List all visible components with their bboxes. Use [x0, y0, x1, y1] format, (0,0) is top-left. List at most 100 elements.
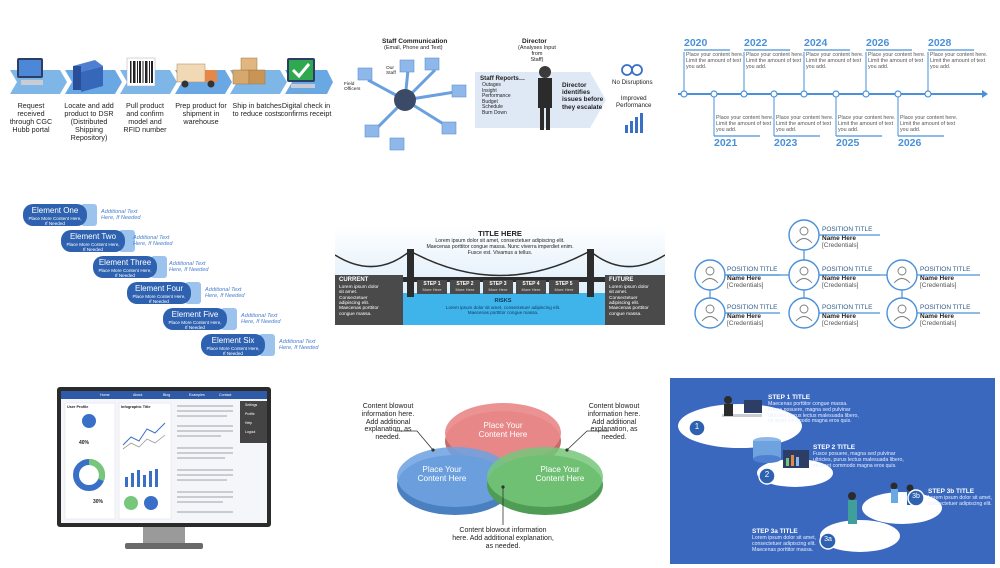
person-glyphs — [701, 226, 911, 322]
computer-icon — [17, 58, 43, 85]
delivery-truck-icon — [176, 63, 217, 88]
position-credentials: [Credentials] — [822, 242, 859, 249]
position-name: Name Here — [822, 235, 856, 242]
nav-item[interactable]: Blog — [163, 392, 171, 397]
step-boxes — [417, 280, 579, 294]
step-label: Request received through CGC Hubb portal — [9, 101, 53, 135]
element-tab — [127, 282, 201, 304]
current-item: Consectetuer adipiscing elit. — [339, 295, 370, 307]
step-label: STEP 1 — [423, 281, 441, 287]
step-badge: 1 — [694, 422, 700, 431]
refresh-icon — [621, 64, 643, 76]
nav-item[interactable]: Home — [100, 392, 110, 397]
year-underlines — [684, 49, 974, 137]
risks-title: RISKS — [494, 298, 512, 304]
step-sub: More Here — [554, 287, 574, 292]
future-item: Consectetuer adipiscing elit. — [609, 295, 640, 307]
isometric-steps-panel: 1 2 3b 3a STEP 1 TITLE Maecenas porttito… — [670, 378, 995, 564]
element-title: Element Six — [211, 336, 255, 345]
timeline-year: 2028 — [928, 37, 952, 49]
director-identifies-text: Director identifies issues before they e… — [562, 82, 604, 111]
element-additional-text: Additional Text Here, If Needed — [279, 339, 319, 352]
profile-title: User Profile — [67, 405, 89, 409]
communication-network-graphic — [357, 57, 643, 151]
element-additional-text: Additional Text Here, If Needed — [101, 209, 141, 222]
staff-person-icon — [394, 89, 416, 111]
monitor-base — [125, 543, 203, 549]
boxes-icon — [232, 57, 266, 85]
timeline-item-text: Place your content here. Limit the amoun… — [868, 52, 926, 70]
venn-graphic — [395, 403, 609, 525]
barcode-icon — [126, 57, 156, 87]
callout-lines — [395, 430, 609, 525]
side-menu-item[interactable]: Settings — [245, 403, 258, 407]
text-lines — [177, 405, 233, 513]
server-icon — [73, 60, 103, 92]
timeline-year: 2022 — [744, 37, 768, 49]
element-title: Element Three — [98, 258, 152, 267]
report-item: Burn Down — [482, 109, 507, 116]
platform-step1 — [678, 404, 802, 448]
element-tab — [61, 230, 135, 252]
step-label: Ship in batches to reduce costs — [232, 101, 282, 119]
position-title: POSITION TITLE — [920, 266, 971, 273]
step3a-title: STEP 3a TITLE — [752, 528, 798, 535]
nav-item[interactable]: About — [133, 392, 143, 397]
nav-item[interactable]: Examples — [189, 392, 205, 397]
element-title: Element Four — [134, 284, 184, 293]
position-credentials: [Credentials] — [822, 282, 859, 289]
step3b-title: STEP 3b TITLE — [928, 488, 975, 495]
element-tab — [163, 308, 237, 330]
timeline-year: 2020 — [684, 37, 708, 49]
position-name: Name Here — [920, 275, 954, 282]
director-subtitle: (Analyses Input from Staff) — [518, 45, 556, 64]
side-menu — [240, 401, 267, 443]
position-credentials: [Credentials] — [920, 282, 957, 289]
timeline-connectors — [683, 52, 929, 136]
position-credentials: [Credentials] — [727, 320, 764, 327]
report-item: Insight — [482, 87, 497, 94]
org-chart-graphic — [694, 219, 980, 329]
venn-circle-left — [397, 447, 513, 515]
staff-comm-title: Staff Communication — [382, 38, 448, 45]
element-subtitle: Place More Content Here, If Needed — [28, 216, 82, 227]
callout-top-left: Content blowout information here. Add ad… — [361, 403, 415, 442]
step-label: STEP 3 — [489, 281, 507, 287]
timeline-item-text: Place your content here. Limit the amoun… — [746, 52, 804, 70]
position-title: POSITION TITLE — [822, 266, 873, 273]
stat-percent: 30% — [93, 499, 104, 505]
staff-reports-list: Outages Insight Performance Budget Sched… — [482, 82, 511, 117]
timeline-item-text: Place your content here. Limit the amoun… — [716, 115, 774, 133]
process-arrows — [10, 70, 333, 94]
step-badges — [688, 419, 925, 550]
bridge-title: TITLE HERE — [478, 229, 522, 238]
staircase-elements-panel: Element One Place More Content Here, If … — [15, 195, 335, 370]
position-name: Name Here — [727, 313, 761, 320]
element-additional-text: Additional Text Here, If Needed — [241, 313, 281, 326]
nav-item[interactable]: Contact — [219, 392, 232, 397]
side-menu-item[interactable]: Help — [245, 421, 252, 425]
position-title: POSITION TITLE — [727, 266, 778, 273]
current-title: CURRENT — [339, 277, 369, 283]
element-title: Element Two — [69, 232, 117, 241]
current-item: Maecenas porttitor congue massa. — [339, 306, 379, 317]
timeline-graphic — [678, 49, 988, 137]
timeline-year: 2026 — [866, 37, 890, 49]
timeline-nodes — [680, 90, 932, 98]
element-additional-text: Additional Text Here, If Needed — [169, 261, 209, 274]
element-subtitle: Place More Content Here, If Needed — [168, 320, 222, 331]
bridge-panel: TITLE HERE Lorem ipsum dolor sit amet, c… — [335, 225, 665, 325]
shipping-process-graphic — [10, 57, 333, 94]
side-menu-item[interactable]: Logout — [245, 430, 256, 434]
timeline-year: 2021 — [714, 137, 738, 149]
callout-top-right: Content blowout information here. Add ad… — [587, 403, 641, 442]
check-icon — [287, 58, 315, 88]
step-label: Digital check in confirms receipt — [280, 101, 332, 119]
position-title: POSITION TITLE — [822, 304, 873, 311]
step-sub: More Here — [521, 287, 541, 292]
shipping-process-panel: Request received through CGC Hubb portal… — [5, 40, 335, 160]
element-additional-text: Additional Text Here, If Needed — [133, 235, 173, 248]
element-subtitle: Place More Content Here, If Needed — [206, 346, 260, 357]
side-menu-item[interactable]: Profile — [245, 412, 255, 416]
position-credentials: [Credentials] — [920, 320, 957, 327]
